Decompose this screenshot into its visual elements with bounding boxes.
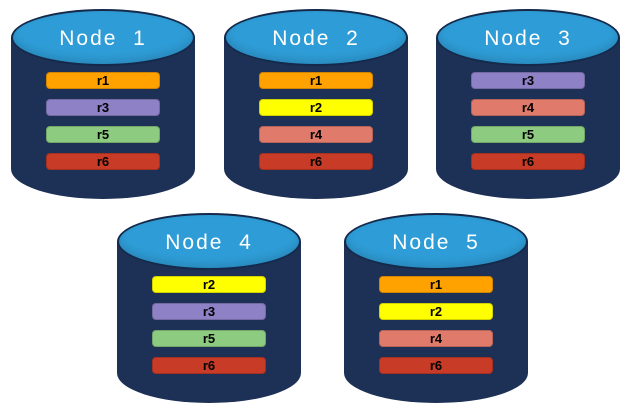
- node-4-replica-list: r2 r3 r5 r6: [117, 276, 301, 374]
- replica-bar: r5: [471, 126, 585, 143]
- replica-bar: r4: [471, 99, 585, 116]
- node-5-label: Node 5: [392, 230, 480, 254]
- node-2-replica-list: r1 r2 r4 r6: [224, 72, 408, 170]
- replica-bar: r6: [379, 357, 493, 374]
- replica-bar: r1: [379, 276, 493, 293]
- replica-bar: r5: [152, 330, 266, 347]
- node-3-label: Node 3: [484, 26, 572, 50]
- replica-bar: r1: [259, 72, 373, 89]
- node-3-cylinder: Node 3 r3 r4 r5 r6: [436, 9, 620, 199]
- replica-bar: r3: [152, 303, 266, 320]
- replica-bar: r2: [152, 276, 266, 293]
- replica-bar: r4: [379, 330, 493, 347]
- replica-bar: r2: [259, 99, 373, 116]
- replica-bar: r1: [46, 72, 160, 89]
- node-2-cylinder-top-ellipse: Node 2: [224, 9, 408, 66]
- node-3-cylinder-top-ellipse: Node 3: [436, 9, 620, 66]
- node-2-cylinder: Node 2 r1 r2 r4 r6: [224, 9, 408, 199]
- node-4-cylinder: Node 4 r2 r3 r5 r6: [117, 213, 301, 403]
- node-1-replica-list: r1 r3 r5 r6: [11, 72, 195, 170]
- node-3-replica-list: r3 r4 r5 r6: [436, 72, 620, 170]
- replica-bar: r6: [471, 153, 585, 170]
- node-4-cylinder-top-ellipse: Node 4: [117, 213, 301, 270]
- replica-bar: r4: [259, 126, 373, 143]
- node-1-cylinder: Node 1 r1 r3 r5 r6: [11, 9, 195, 199]
- replica-bar: r3: [471, 72, 585, 89]
- node-4-label: Node 4: [165, 230, 253, 254]
- node-1-cylinder-top-ellipse: Node 1: [11, 9, 195, 66]
- replica-bar: r3: [46, 99, 160, 116]
- node-1-label: Node 1: [59, 26, 147, 50]
- node-5-cylinder-top-ellipse: Node 5: [344, 213, 528, 270]
- replica-bar: r6: [46, 153, 160, 170]
- replica-bar: r5: [46, 126, 160, 143]
- node-5-cylinder: Node 5 r1 r2 r4 r6: [344, 213, 528, 403]
- replica-bar: r6: [152, 357, 266, 374]
- replica-bar: r6: [259, 153, 373, 170]
- node-2-label: Node 2: [272, 26, 360, 50]
- node-5-replica-list: r1 r2 r4 r6: [344, 276, 528, 374]
- replica-bar: r2: [379, 303, 493, 320]
